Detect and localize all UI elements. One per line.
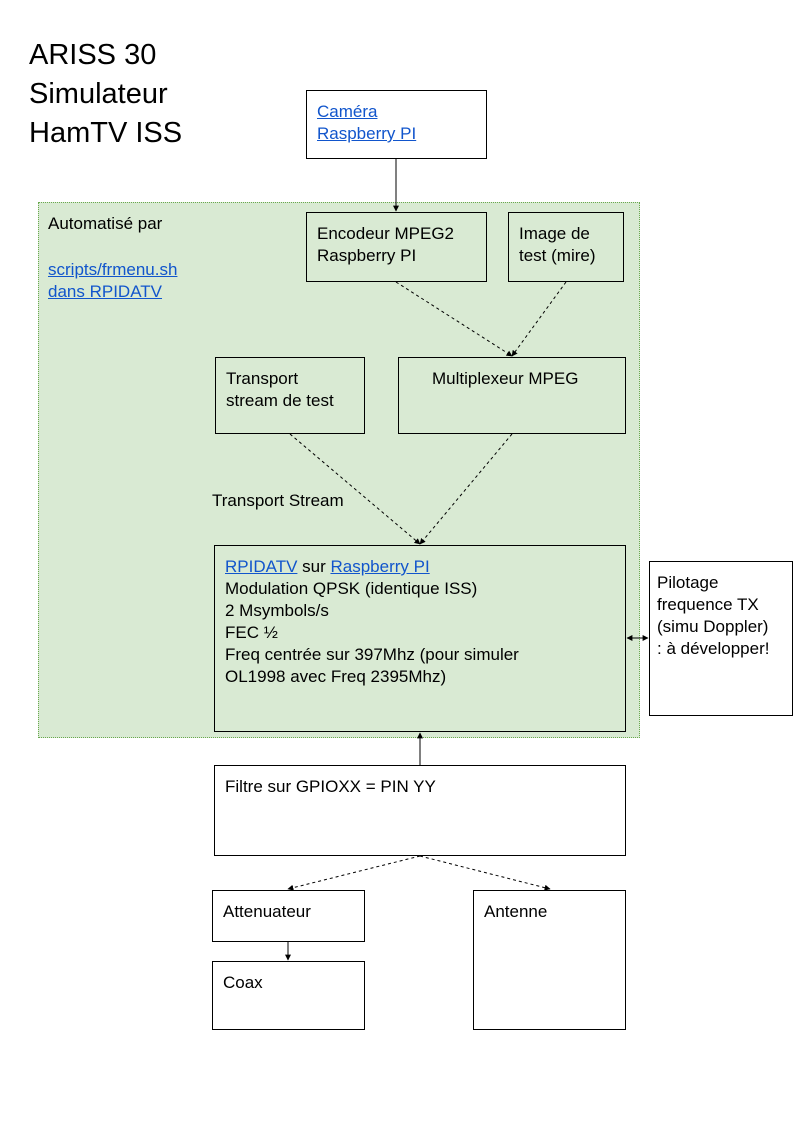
automation-rpidatv-link[interactable]: dans RPIDATV	[48, 281, 162, 303]
test-image-box: Image de test (mire)	[508, 212, 624, 282]
page-title: ARISS 30 Simulateur HamTV ISS	[29, 36, 182, 153]
encoder-box: Encodeur MPEG2 Raspberry PI	[306, 212, 487, 282]
coax-box: Coax	[212, 961, 365, 1030]
pilotage-line-4: : à développer!	[657, 639, 770, 658]
raspberry-pi-link[interactable]: Raspberry PI	[330, 557, 430, 576]
filter-box: Filtre sur GPIOXX = PIN YY	[214, 765, 626, 856]
title-line-2: Simulateur	[29, 78, 168, 110]
antenna-line-1: Antenne	[484, 902, 548, 921]
mux-box: Multiplexeur MPEG	[398, 357, 626, 434]
ts-test-line-1: Transport	[226, 369, 299, 388]
pilotage-line-2: frequence TX	[657, 595, 759, 614]
rpidatv-sur: sur	[297, 557, 331, 576]
attenuator-line-1: Attenuateur	[223, 902, 311, 921]
test-image-line-1: Image de	[519, 224, 590, 243]
rpidatv-line-6: OL1998 avec Freq 2395Mhz)	[225, 667, 447, 686]
title-line-3: HamTV ISS	[29, 117, 183, 149]
rpidatv-link[interactable]: RPIDATV	[225, 557, 298, 576]
rpidatv-line-4: FEC ½	[225, 623, 278, 642]
coax-line-1: Coax	[223, 973, 263, 992]
mux-line-1: Multiplexeur MPEG	[432, 369, 579, 388]
dans-rpidatv-link[interactable]: dans RPIDATV	[48, 282, 163, 301]
test-image-line-2: test (mire)	[519, 246, 596, 265]
frmenu-link[interactable]: scripts/frmenu.sh	[48, 260, 178, 279]
pilotage-line-3: (simu Doppler)	[657, 617, 769, 636]
camera-link[interactable]: Caméra	[317, 102, 378, 121]
rpidatv-line-2: Modulation QPSK (identique ISS)	[225, 579, 478, 598]
transport-stream-label: Transport Stream	[212, 491, 344, 510]
title-line-1: ARISS 30	[29, 39, 157, 71]
filter-to-attenuator-arrow	[287, 855, 421, 891]
ts-test-line-2: stream de test	[226, 391, 334, 410]
encoder-line-2: Raspberry PI	[317, 246, 417, 265]
automation-label: Automatisé par	[48, 214, 163, 233]
antenna-box: Antenne	[473, 890, 626, 1030]
filter-to-antenna-arrow	[419, 855, 551, 891]
rpidatv-box: RPIDATV sur Raspberry PI Modulation QPSK…	[214, 545, 626, 732]
ts-test-box: Transport stream de test	[215, 357, 365, 434]
rpidatv-line-3: 2 Msymbols/s	[225, 601, 329, 620]
rpidatv-line-5: Freq centrée sur 397Mhz (pour simuler	[225, 645, 519, 664]
filter-line-1: Filtre sur GPIOXX = PIN YY	[225, 777, 436, 796]
camera-box: Caméra Raspberry PI	[306, 90, 487, 159]
automation-script-link[interactable]: scripts/frmenu.sh	[48, 259, 177, 281]
pilotage-box: Pilotage frequence TX (simu Doppler) : à…	[649, 561, 793, 716]
attenuator-box: Attenuateur	[212, 890, 365, 942]
pilotage-line-1: Pilotage	[657, 573, 719, 592]
camera-raspberry-link[interactable]: Raspberry PI	[317, 124, 417, 143]
encoder-line-1: Encodeur MPEG2	[317, 224, 455, 243]
